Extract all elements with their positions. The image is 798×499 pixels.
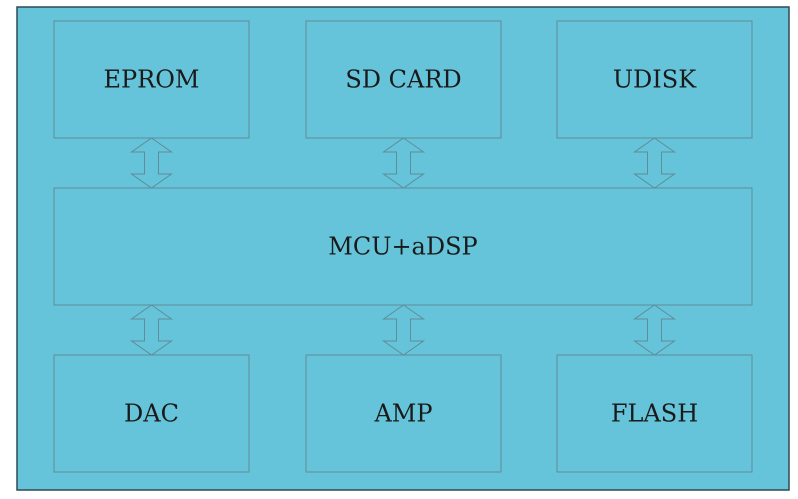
arrow-group [129,137,677,356]
block-mcu-adsp: MCU+aDSP [53,187,753,306]
block-eprom-label: EPROM [104,66,200,94]
block-mcu-adsp-label: MCU+aDSP [328,233,477,261]
block-eprom-box [53,20,250,139]
block-amp-label: AMP [373,400,432,428]
block-dac-label: DAC [124,400,179,428]
block-udisk: UDISK [556,20,753,139]
arrow-mcu-flash [632,304,677,356]
arrow-sd-card-mcu [381,137,426,189]
arrow-eprom-mcu [129,137,174,189]
block-eprom: EPROM [53,20,250,139]
block-flash-box [556,354,753,473]
block-mcu-adsp-box [53,187,753,306]
block-amp: AMP [305,354,502,473]
block-dac: DAC [53,354,250,473]
block-flash: FLASH [556,354,753,473]
arrow-udisk-mcu [632,137,677,189]
block-dac-box [53,354,250,473]
block-udisk-box [556,20,753,139]
block-udisk-label: UDISK [613,66,697,94]
arrow-mcu-dac [129,304,174,356]
block-sd-card-label: SD CARD [345,66,461,94]
block-flash-label: FLASH [611,400,698,428]
arrow-mcu-amp [381,304,426,356]
block-sd-card: SD CARD [305,20,502,139]
block-amp-box [305,354,502,473]
block-sd-card-box [305,20,502,139]
